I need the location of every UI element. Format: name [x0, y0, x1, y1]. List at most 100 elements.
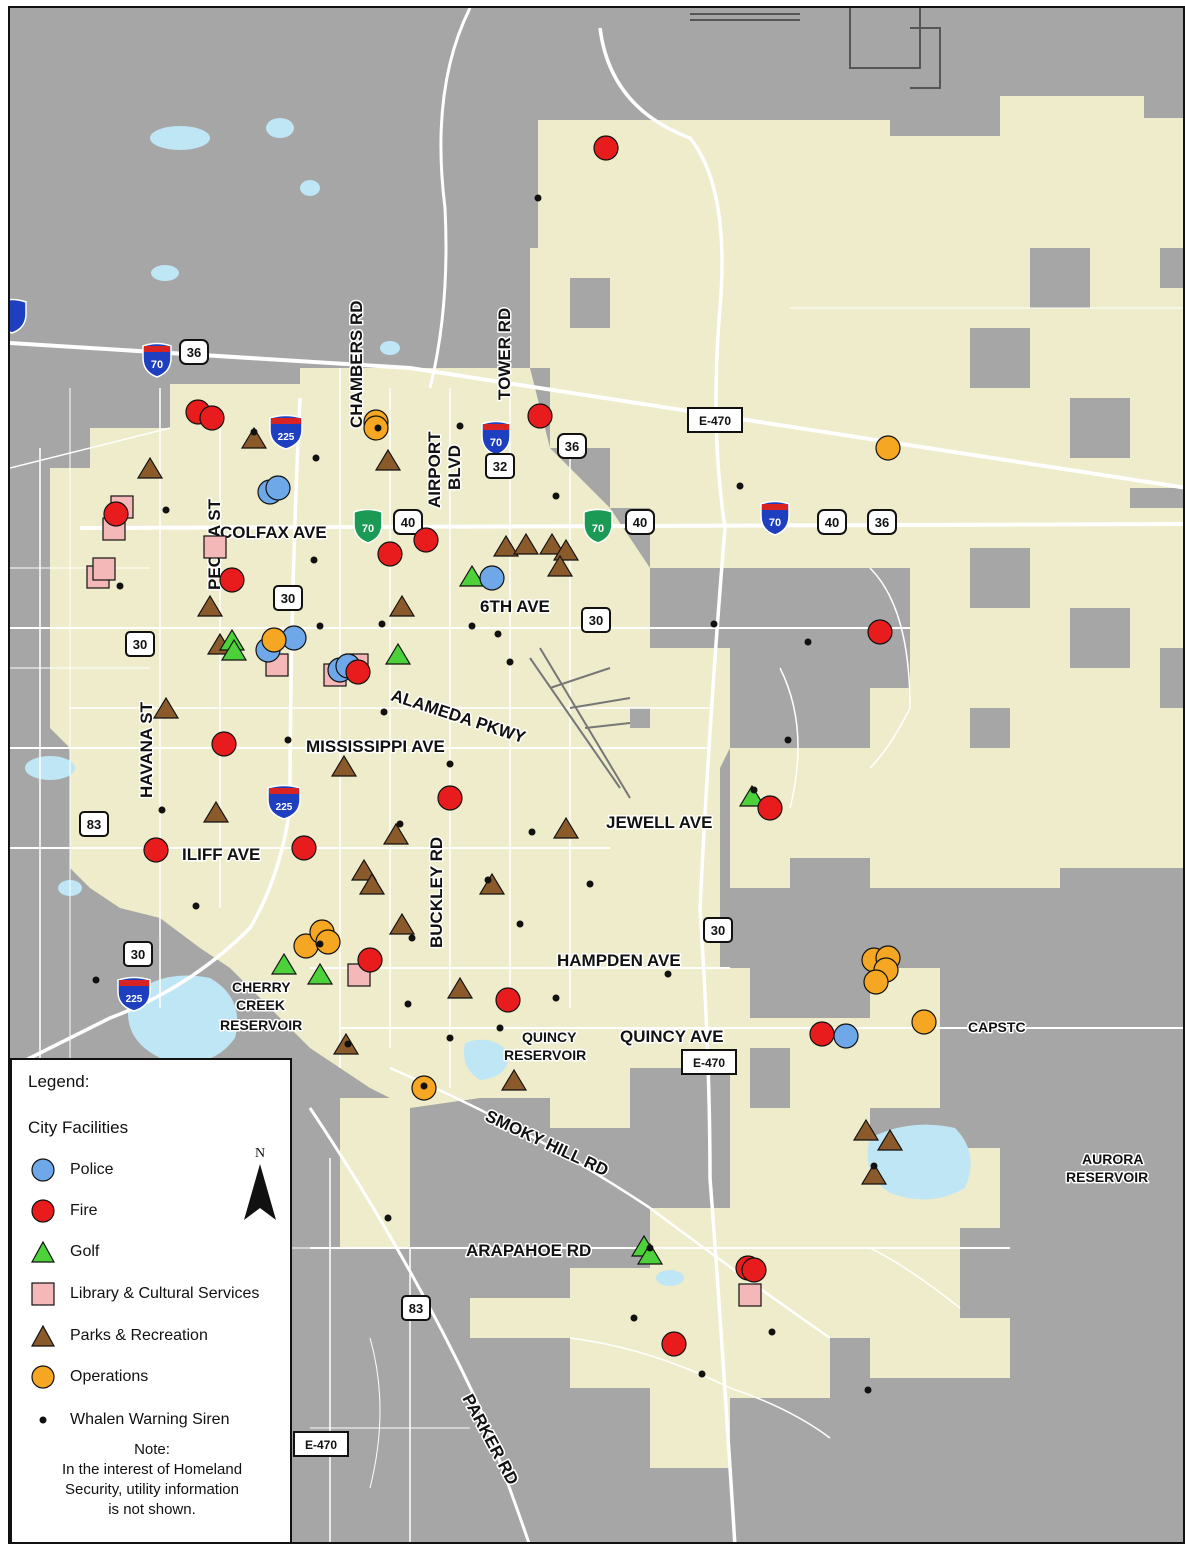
library-marker	[738, 1283, 762, 1307]
label-airport: AIRPORT	[425, 431, 444, 508]
label-jewell-ave: JEWELL AVE	[606, 813, 712, 832]
top-structures	[690, 8, 941, 89]
label-quincy-res: QUINCY	[522, 1029, 577, 1045]
siren-marker	[396, 820, 404, 828]
legend-item-library: Library & Cultural Services	[26, 1280, 259, 1308]
golf-triangle-icon	[26, 1238, 60, 1266]
fire-marker	[103, 501, 129, 527]
label-creek: CREEK	[236, 997, 285, 1013]
police-marker	[479, 565, 505, 591]
siren-marker	[404, 1000, 412, 1008]
note-line: Security, utility information	[65, 1481, 239, 1498]
svg-text:36: 36	[875, 515, 889, 530]
fire-marker	[757, 795, 783, 821]
legend-label: Police	[70, 1161, 114, 1178]
fire-marker	[437, 785, 463, 811]
siren-marker	[484, 876, 492, 884]
fire-marker	[357, 947, 383, 973]
label-havana-st: HAVANA ST	[137, 701, 156, 798]
operations-marker	[315, 929, 341, 955]
parks-marker	[350, 858, 378, 881]
us30-shield-5: 30	[123, 941, 153, 967]
siren-marker	[344, 1040, 352, 1048]
siren-marker	[864, 1386, 872, 1394]
siren-marker	[506, 658, 514, 666]
siren-marker	[586, 880, 594, 888]
fire-marker	[199, 405, 225, 431]
siren-marker	[710, 620, 718, 628]
label-mississippi-ave: MISSISSIPPI AVE	[306, 737, 445, 756]
siren-marker	[552, 492, 560, 500]
legend-item-operations: Operations	[26, 1363, 148, 1391]
svg-text:30: 30	[133, 637, 147, 652]
map-legend: Legend: City Facilities N Police Fire Go…	[10, 1058, 292, 1544]
label-colfax-ave: COLFAX AVE	[220, 523, 327, 542]
parks-marker	[852, 1118, 880, 1141]
svg-text:70: 70	[592, 523, 604, 535]
label-arapahoe-rd: ARAPAHOE RD	[466, 1241, 591, 1260]
golf-marker	[270, 952, 298, 975]
parks-marker	[546, 554, 574, 577]
svg-text:30: 30	[589, 613, 603, 628]
siren-marker	[784, 736, 792, 744]
parks-marker	[876, 1128, 904, 1151]
svg-text:E-470: E-470	[305, 1438, 337, 1452]
legend-label: Library & Cultural Services	[70, 1285, 260, 1302]
fire-marker	[495, 987, 521, 1013]
siren-marker	[408, 934, 416, 942]
facility-markers	[86, 135, 937, 1394]
svg-text:225: 225	[278, 432, 295, 443]
parks-marker	[552, 816, 580, 839]
e470-shield-3: E-470	[293, 1431, 349, 1457]
parks-triangle-icon	[26, 1322, 60, 1350]
us36-shield-3: 36	[867, 509, 897, 535]
label-chambers-rd: CHAMBERS RD	[347, 301, 366, 429]
siren-marker	[630, 1314, 638, 1322]
siren-marker	[552, 994, 560, 1002]
parks-marker	[240, 426, 268, 449]
legend-item-parks: Parks & Recreation	[26, 1322, 208, 1350]
label-aurora-reservoir: RESERVOIR	[1066, 1169, 1148, 1185]
siren-marker	[528, 828, 536, 836]
us30-shield-2: 30	[125, 631, 155, 657]
svg-text:40: 40	[825, 515, 839, 530]
parks-marker	[330, 754, 358, 777]
svg-text:83: 83	[409, 1301, 423, 1316]
operations-marker	[875, 435, 901, 461]
fire-marker	[741, 1257, 767, 1283]
fire-marker	[143, 837, 169, 863]
us36-shield-1: 36	[179, 339, 209, 365]
siren-marker	[284, 736, 292, 744]
i225-shield-1: 225	[269, 414, 303, 450]
siren-marker	[380, 708, 388, 716]
gray-parcels	[570, 248, 1130, 1158]
label-capstc: CAPSTC	[968, 1019, 1026, 1035]
operations-marker	[863, 969, 889, 995]
legend-item-fire: Fire	[26, 1197, 98, 1225]
police-circle-icon	[26, 1156, 60, 1184]
legend-label: Golf	[70, 1243, 100, 1260]
svg-text:70: 70	[151, 359, 163, 371]
siren-marker	[534, 194, 542, 202]
siren-marker	[378, 620, 386, 628]
siren-marker	[750, 786, 758, 794]
siren-marker	[446, 760, 454, 768]
parks-marker	[136, 456, 164, 479]
svg-text:83: 83	[87, 817, 101, 832]
fire-marker	[291, 835, 317, 861]
label-cherry: CHERRY	[232, 979, 291, 995]
golf-marker	[738, 784, 766, 807]
fire-marker	[219, 567, 245, 593]
label-quincy-reservoir: RESERVOIR	[504, 1047, 586, 1063]
note-line: Note:	[134, 1441, 170, 1458]
operations-marker	[911, 1009, 937, 1035]
us40-shield-3: 40	[817, 509, 847, 535]
parks-marker	[374, 448, 402, 471]
fire-marker	[377, 541, 403, 567]
police-marker	[265, 475, 291, 501]
parks-marker	[512, 532, 540, 555]
us30-shield-4: 30	[703, 917, 733, 943]
siren-marker	[768, 1328, 776, 1336]
parks-marker	[152, 696, 180, 719]
siren-marker	[456, 422, 464, 430]
